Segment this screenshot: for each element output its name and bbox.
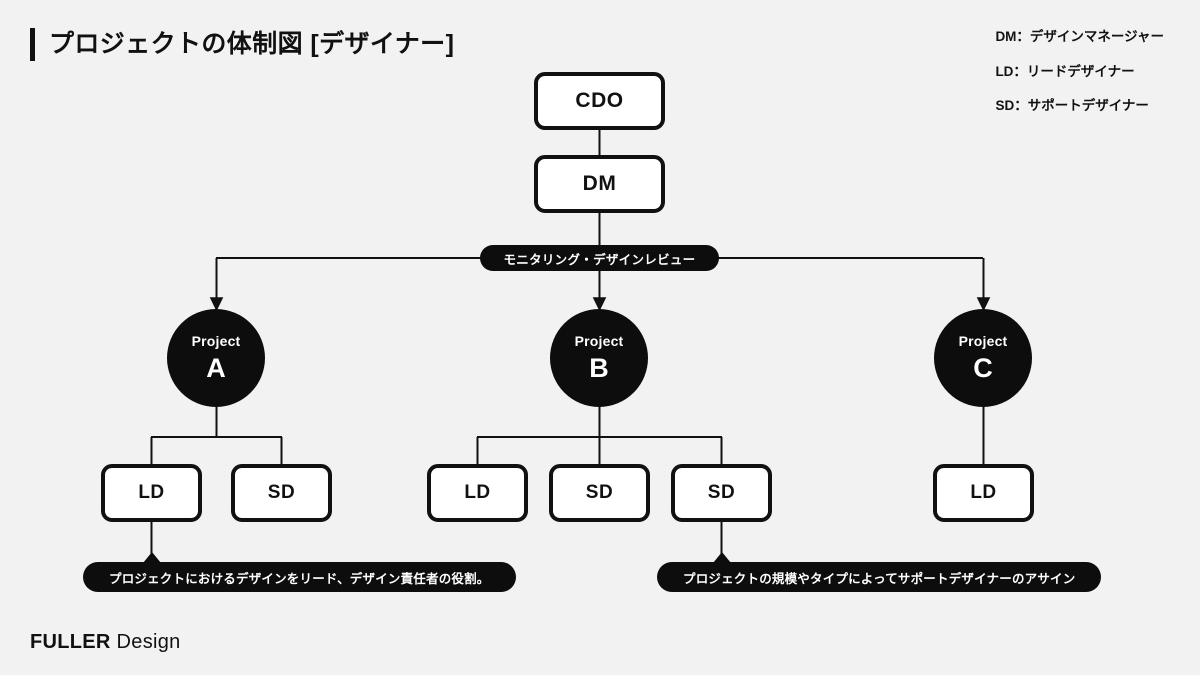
monitoring-review-label: モニタリング・デザインレビュー [503,252,696,267]
footer-brand: FULLER [30,631,111,653]
footer-sub: Design [116,631,181,653]
node-project-c-ld-label: LD [970,482,997,503]
node-cdo-label: CDO [575,89,624,112]
node-project-b-sd-2[interactable]: SD [671,464,772,522]
node-project-b-sd-2-label: SD [707,482,736,503]
node-project-b-ld-label: LD [464,482,491,503]
page-header: プロジェクトの体制図 [デザイナー] [30,28,454,61]
legend-item-sd: SD：サポートデザイナー [995,98,1149,113]
project-c-letter: C [973,353,993,383]
node-project-a-sd-label: SD [267,482,296,503]
node-project-a-sd[interactable]: SD [231,464,332,522]
legend: DM：デザインマネージャー LD：リードデザイナー SD：サポートデザイナー [995,30,1164,113]
node-project-a-ld-label: LD [138,482,165,503]
node-project-b-sd-1[interactable]: SD [549,464,650,522]
project-circle-b[interactable]: Project B [550,309,648,407]
note-sd-pill[interactable]: プロジェクトの規模やタイプによってサポートデザイナーのアサイン [657,562,1102,592]
project-b-word: Project [574,333,624,349]
node-project-b-ld[interactable]: LD [427,464,528,522]
node-project-a-ld[interactable]: LD [101,464,202,522]
project-circle-a[interactable]: Project A [167,309,265,407]
node-project-c-ld[interactable]: LD [933,464,1034,522]
node-project-b-sd-1-label: SD [585,482,614,503]
project-c-word: Project [958,333,1008,349]
project-a-letter: A [206,353,226,383]
project-circle-c[interactable]: Project C [934,309,1032,407]
node-dm[interactable]: DM [534,155,665,213]
note-ld-pill[interactable]: プロジェクトにおけるデザインをリード、デザイン責任者の役割。 [83,562,516,592]
title-accent-bar [30,28,35,61]
note-sd-text: プロジェクトの規模やタイプによってサポートデザイナーのアサイン [683,571,1076,586]
node-dm-label: DM [582,172,617,195]
legend-item-dm: DM：デザインマネージャー [995,29,1164,44]
note-ld-caret [143,552,161,563]
note-sd-caret [713,552,731,563]
footer-logo: FULLER Design [30,632,181,652]
project-a-word: Project [191,333,241,349]
project-b-letter: B [589,353,609,383]
monitoring-review-pill[interactable]: モニタリング・デザインレビュー [480,245,719,271]
note-ld-text: プロジェクトにおけるデザインをリード、デザイン責任者の役割。 [109,571,490,586]
legend-item-ld: LD：リードデザイナー [995,63,1135,79]
page-title: プロジェクトの体制図 [デザイナー] [49,30,455,58]
node-cdo[interactable]: CDO [534,72,665,130]
